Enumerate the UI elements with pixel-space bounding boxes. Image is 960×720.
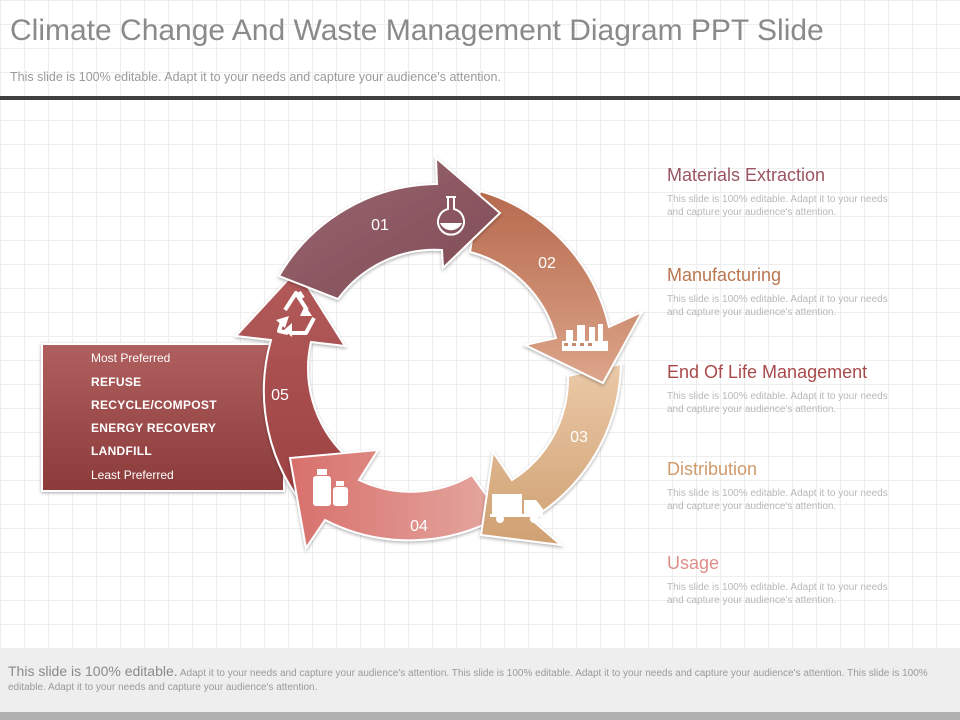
stage-description: This slide is 100% editable. Adapt it to… xyxy=(667,194,888,218)
least-preferred-label: Least Preferred xyxy=(91,468,174,482)
stage-materials-extraction: Materials Extraction This slide is 100% … xyxy=(667,165,927,219)
stage-description: This slide is 100% editable. Adapt it to… xyxy=(667,488,888,512)
stage-heading: Distribution xyxy=(667,459,758,479)
stage-heading: Manufacturing xyxy=(667,265,782,285)
footer-body: Adapt it to your needs and capture your … xyxy=(8,668,928,693)
stage-heading: Usage xyxy=(667,553,720,573)
factory-icon xyxy=(562,324,608,351)
stage-manufacturing: Manufacturing This slide is 100% editabl… xyxy=(667,265,927,319)
truck-icon xyxy=(490,494,543,523)
stage-description: This slide is 100% editable. Adapt it to… xyxy=(667,582,888,606)
footer-lead: This slide is 100% editable. xyxy=(8,663,178,679)
stage-heading: End Of Life Management xyxy=(667,362,868,382)
title-divider xyxy=(0,96,960,100)
page-subtitle: This slide is 100% editable. Adapt it to… xyxy=(10,70,501,84)
hierarchy-item-landfill: LANDFILL xyxy=(91,444,153,458)
stage-distribution: Distribution This slide is 100% editable… xyxy=(667,459,927,513)
hierarchy-item-energy-recovery: ENERGY RECOVERY xyxy=(91,421,217,435)
cycle-arrow-01 xyxy=(277,155,502,301)
most-preferred-label: Most Preferred xyxy=(91,351,171,365)
stage-description: This slide is 100% editable. Adapt it to… xyxy=(667,294,888,318)
step-number-05: 05 xyxy=(271,387,289,404)
waste-hierarchy-box: Most Preferred REFUSE RECYCLE/COMPOST EN… xyxy=(41,343,285,492)
hierarchy-item-refuse: REFUSE xyxy=(91,375,142,389)
step-number-03: 03 xyxy=(570,429,588,446)
hierarchy-item-recycle-compost: RECYCLE/COMPOST xyxy=(91,398,217,412)
step-number-04: 04 xyxy=(410,518,428,535)
page-title: Climate Change And Waste Management Diag… xyxy=(10,14,824,47)
bottom-bar xyxy=(0,712,960,720)
stage-heading: Materials Extraction xyxy=(667,165,826,185)
recycle-icon xyxy=(277,290,316,335)
footer-text: This slide is 100% editable. Adapt it to… xyxy=(8,664,954,695)
cycle-arrow-04 xyxy=(288,448,503,551)
flask-icon xyxy=(437,196,465,236)
stage-description: This slide is 100% editable. Adapt it to… xyxy=(667,391,888,415)
cycle-arrow-05 xyxy=(233,268,355,515)
stage-usage: Usage This slide is 100% editable. Adapt… xyxy=(667,553,927,607)
step-number-02: 02 xyxy=(538,255,556,272)
footer-panel: This slide is 100% editable. Adapt it to… xyxy=(0,648,960,712)
bottles-icon xyxy=(313,469,348,506)
cycle-arrow-02 xyxy=(468,189,645,385)
stage-end-of-life-management: End Of Life Management This slide is 100… xyxy=(667,362,927,416)
step-number-01: 01 xyxy=(371,217,389,234)
